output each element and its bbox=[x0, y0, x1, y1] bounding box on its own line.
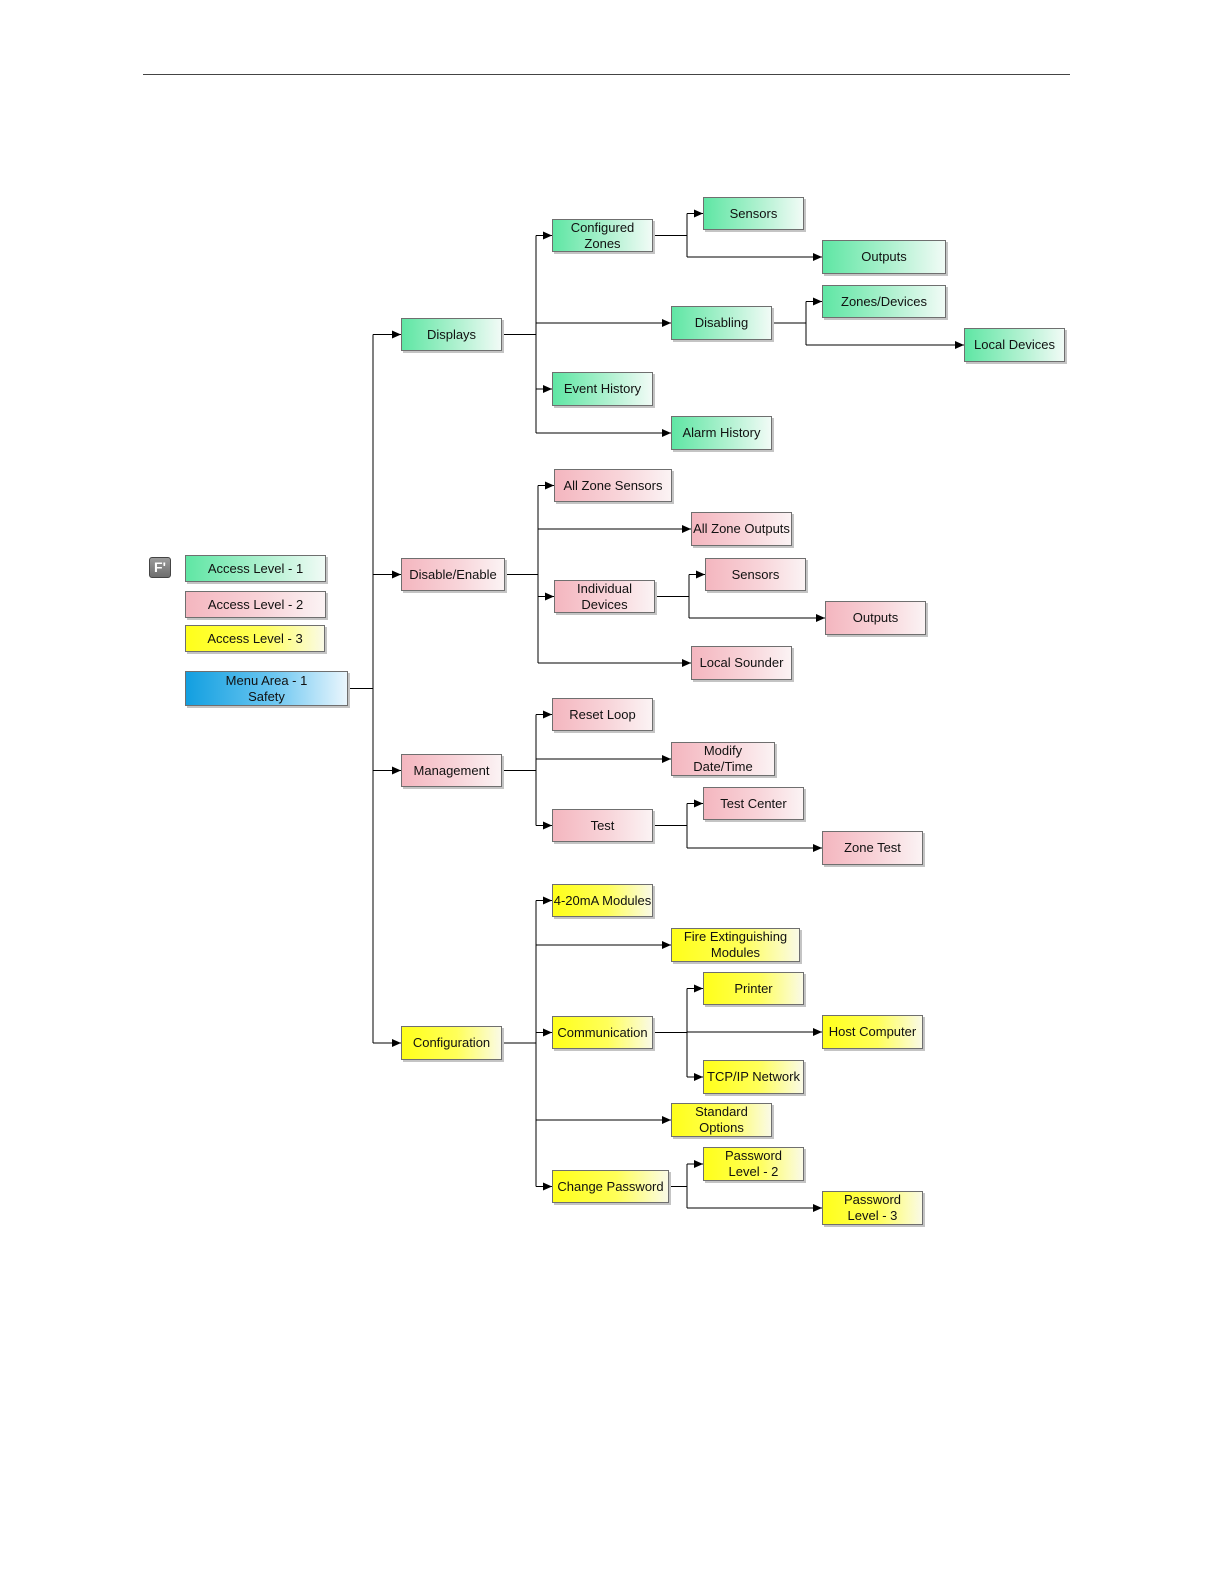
arrowhead-tcp-ip-network bbox=[694, 1073, 703, 1081]
node-configuration[interactable]: Configuration bbox=[401, 1026, 502, 1060]
legend-access-level-2: Access Level - 2 bbox=[185, 591, 326, 618]
arrowhead-disabling bbox=[662, 319, 671, 327]
arrowhead-individual-devices bbox=[545, 592, 554, 601]
node-all-zone-sensors[interactable]: All Zone Sensors bbox=[554, 469, 672, 502]
node-individual-outputs[interactable]: Outputs bbox=[825, 601, 926, 635]
arrowhead-test-center bbox=[694, 799, 703, 808]
arrowhead-displays bbox=[392, 330, 401, 339]
arrowhead-alarm-history bbox=[662, 429, 671, 437]
node-ma-modules[interactable]: 4-20mA Modules bbox=[552, 884, 653, 917]
node-printer[interactable]: Printer bbox=[703, 972, 804, 1005]
node-event-history[interactable]: Event History bbox=[552, 372, 653, 406]
arrowhead-local-sounder bbox=[682, 659, 691, 667]
node-zone-test[interactable]: Zone Test bbox=[822, 831, 923, 865]
arrowhead-individual-outputs bbox=[816, 614, 825, 622]
arrowhead-communication bbox=[543, 1028, 552, 1037]
node-individual-devices[interactable]: Individual Devices bbox=[554, 580, 655, 613]
node-zones-devices[interactable]: Zones/Devices bbox=[822, 285, 946, 318]
node-fire-extinguishing-modules[interactable]: Fire Extinguishing Modules bbox=[671, 928, 800, 962]
arrowhead-individual-sensors bbox=[696, 570, 705, 579]
node-test-center[interactable]: Test Center bbox=[703, 787, 804, 820]
node-alarm-history[interactable]: Alarm History bbox=[671, 416, 772, 450]
legend-access-level-1: Access Level - 1 bbox=[185, 555, 326, 582]
arrowhead-password-level-2 bbox=[694, 1160, 703, 1168]
arrowhead-password-level-3 bbox=[813, 1204, 822, 1212]
legend-access-level-3: Access Level - 3 bbox=[185, 625, 325, 652]
node-password-level-3[interactable]: Password Level - 3 bbox=[822, 1191, 923, 1225]
node-displays[interactable]: Displays bbox=[401, 318, 502, 351]
arrowhead-displays-outputs bbox=[813, 253, 822, 261]
arrowhead-modify-date-time bbox=[662, 755, 671, 763]
function-key-icon: F' bbox=[149, 557, 171, 578]
arrowhead-configured-zones bbox=[543, 231, 552, 240]
arrowhead-host-computer bbox=[813, 1028, 822, 1036]
arrowhead-reset-loop bbox=[543, 710, 552, 719]
arrowhead-standard-options bbox=[662, 1116, 671, 1124]
arrowhead-event-history bbox=[543, 385, 552, 393]
node-local-devices[interactable]: Local Devices bbox=[964, 328, 1065, 362]
node-configured-zones[interactable]: Configured Zones bbox=[552, 219, 653, 252]
arrowhead-all-zone-outputs bbox=[682, 525, 691, 533]
arrowhead-displays-sensors bbox=[694, 209, 703, 218]
arrowhead-disable-enable bbox=[392, 570, 401, 579]
node-communication[interactable]: Communication bbox=[552, 1016, 653, 1049]
node-change-password[interactable]: Change Password bbox=[552, 1170, 669, 1203]
node-displays-sensors[interactable]: Sensors bbox=[703, 197, 804, 230]
node-test[interactable]: Test bbox=[552, 809, 653, 842]
node-reset-loop[interactable]: Reset Loop bbox=[552, 698, 653, 731]
arrowhead-printer bbox=[694, 984, 703, 993]
arrowhead-management bbox=[392, 766, 401, 775]
node-local-sounder[interactable]: Local Sounder bbox=[691, 646, 792, 680]
node-host-computer[interactable]: Host Computer bbox=[822, 1015, 923, 1049]
arrowhead-configuration bbox=[392, 1039, 401, 1047]
node-disabling[interactable]: Disabling bbox=[671, 306, 772, 340]
node-menu-area-1-safety[interactable]: Menu Area - 1 Safety bbox=[185, 671, 348, 706]
arrowhead-fire-extinguishing-modules bbox=[662, 941, 671, 949]
node-management[interactable]: Management bbox=[401, 754, 502, 787]
node-displays-outputs[interactable]: Outputs bbox=[822, 240, 946, 274]
node-tcp-ip-network[interactable]: TCP/IP Network bbox=[703, 1060, 804, 1094]
header-rule bbox=[143, 74, 1070, 75]
node-all-zone-outputs[interactable]: All Zone Outputs bbox=[691, 512, 792, 546]
arrowhead-ma-modules bbox=[543, 896, 552, 905]
node-password-level-2[interactable]: Password Level - 2 bbox=[703, 1147, 804, 1181]
arrowhead-all-zone-sensors bbox=[545, 481, 554, 490]
node-standard-options[interactable]: Standard Options bbox=[671, 1103, 772, 1137]
node-modify-date-time[interactable]: Modify Date/Time bbox=[671, 742, 775, 776]
arrowhead-change-password bbox=[543, 1182, 552, 1191]
arrowhead-zones-devices bbox=[813, 297, 822, 306]
node-disable-enable[interactable]: Disable/Enable bbox=[401, 558, 505, 591]
arrowhead-zone-test bbox=[813, 844, 822, 852]
arrowhead-test bbox=[543, 821, 552, 830]
node-individual-sensors[interactable]: Sensors bbox=[705, 558, 806, 591]
arrowhead-local-devices bbox=[955, 341, 964, 349]
